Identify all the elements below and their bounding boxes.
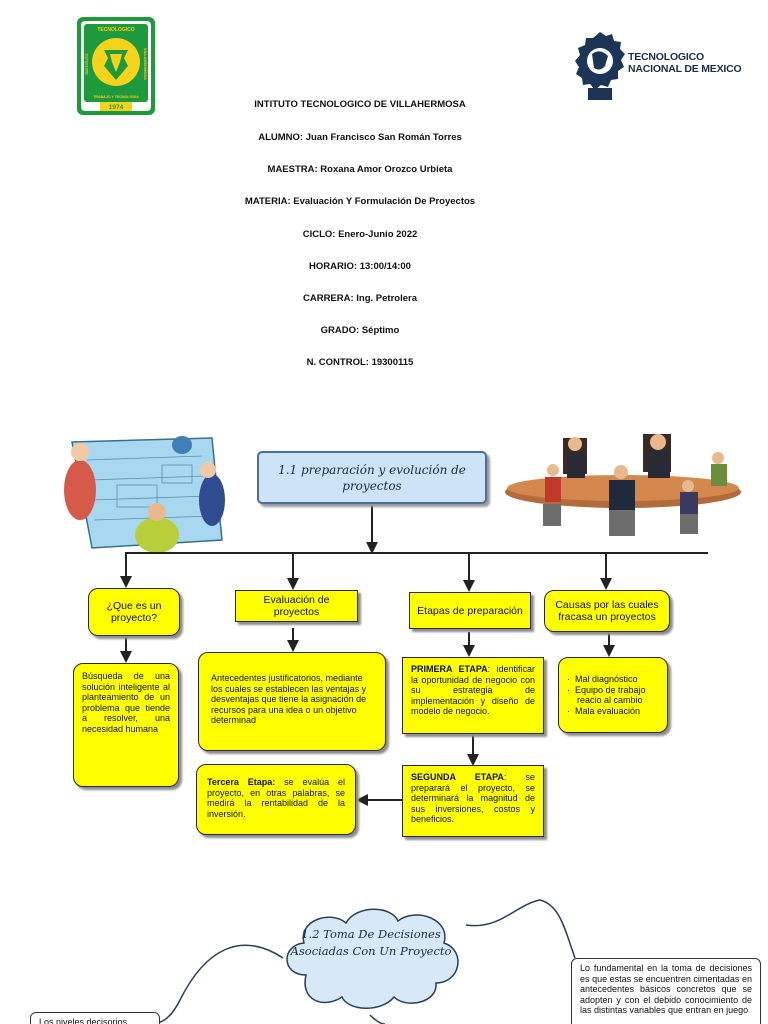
first-stage-text: : identificar la oportunidad de negocio …	[411, 664, 535, 716]
career-line: CARRERA: Ing. Petrolera	[302, 293, 417, 304]
cause-item: · Mala evaluación	[567, 705, 641, 716]
svg-text:1974: 1974	[109, 104, 124, 111]
tecnm-emblem-icon	[575, 32, 625, 100]
svg-text:TRABAJO Y TECNOLOGIA: TRABAJO Y TECNOLOGIA	[93, 95, 139, 99]
institution-line: INTITUTO TECNOLOGICO DE VILLAHERMOSA	[254, 99, 466, 110]
project-evaluation-heading: Evaluación de proyectos	[235, 590, 358, 622]
failure-causes-box: · Mal diagnóstico · Equipo de trabajo re…	[558, 657, 668, 733]
third-stage-text: se evalúa el proyecto, en otras palabras…	[207, 777, 345, 819]
what-is-project-text: Búsqueda de una solución inteligente al …	[73, 663, 179, 787]
cause-item: · Mal diagnóstico	[567, 674, 638, 684]
decision-fundamentals-note: Lo fundamental en la toma de decisiones …	[571, 958, 761, 1024]
schedule-line: HORARIO: 13:00/14:00	[309, 261, 411, 272]
decision-cloud-shape	[286, 908, 459, 1009]
project-evaluation-text: Antecedentes justificatorios, mediante l…	[198, 652, 386, 751]
svg-text:INSTITUTO: INSTITUTO	[84, 53, 89, 74]
cycle-line: CICLO: Enero-Junio 2022	[302, 229, 418, 240]
control-number-line: N. CONTROL: 19300115	[306, 357, 414, 368]
meeting-illustration	[505, 434, 741, 536]
what-is-project-heading: ¿Que es un proyecto?	[88, 588, 180, 636]
tecnm-line2: NACIONAL DE MEXICO	[628, 63, 742, 75]
svg-text:TECNOLOGICO: TECNOLOGICO	[97, 27, 134, 33]
subject-line: MATERIA: Evaluación Y Formulación De Pro…	[244, 196, 476, 207]
second-stage-box: SEGUNDA ETAPA: se preparará el proyecto,…	[402, 765, 544, 837]
decision-section-title: 1.2 Toma De Decisiones Asociadas Con Un …	[290, 927, 452, 958]
tecnm-line1: TECNOLOGICO	[628, 51, 704, 63]
second-stage-text: : se preparará el proyecto, se determina…	[411, 772, 535, 824]
teacher-line: MAESTRA: Roxana Amor Orozco Urbieta	[267, 164, 453, 175]
concept-map-title: 1.1 preparación y evolución de proyectos	[257, 451, 487, 504]
tecnm-logo: TECNOLOGICO NACIONAL DE MEXICO	[574, 30, 744, 102]
itvh-logo: 1974 TECNOLOGICO TRABAJO Y TECNOLOGIA IN…	[77, 17, 155, 115]
decision-levels-note: Los niveles decisorios	[30, 1012, 160, 1024]
planning-team-illustration	[64, 436, 225, 553]
cause-item: · Equipo de trabajo reacio al cambio	[567, 684, 646, 706]
svg-text:VILLAHERMOSA: VILLAHERMOSA	[143, 48, 148, 80]
grade-line: GRADO: Séptimo	[320, 325, 400, 336]
failure-causes-heading: Causas por las cuales fracasa un proyect…	[544, 590, 670, 632]
preparation-stages-heading: Etapas de preparación	[409, 592, 531, 629]
student-line: ALUMNO: Juan Francisco San Román Torres	[258, 132, 462, 143]
third-stage-box: Tercera Etapa: se evalúa el proyecto, en…	[196, 764, 356, 835]
first-stage-box: PRIMERA ETAPA: identificar la oportunida…	[402, 657, 544, 734]
third-stage-label: Tercera Etapa:	[207, 777, 276, 787]
first-stage-label: PRIMERA ETAPA	[411, 664, 488, 674]
second-stage-label: SEGUNDA ETAPA	[411, 772, 504, 782]
